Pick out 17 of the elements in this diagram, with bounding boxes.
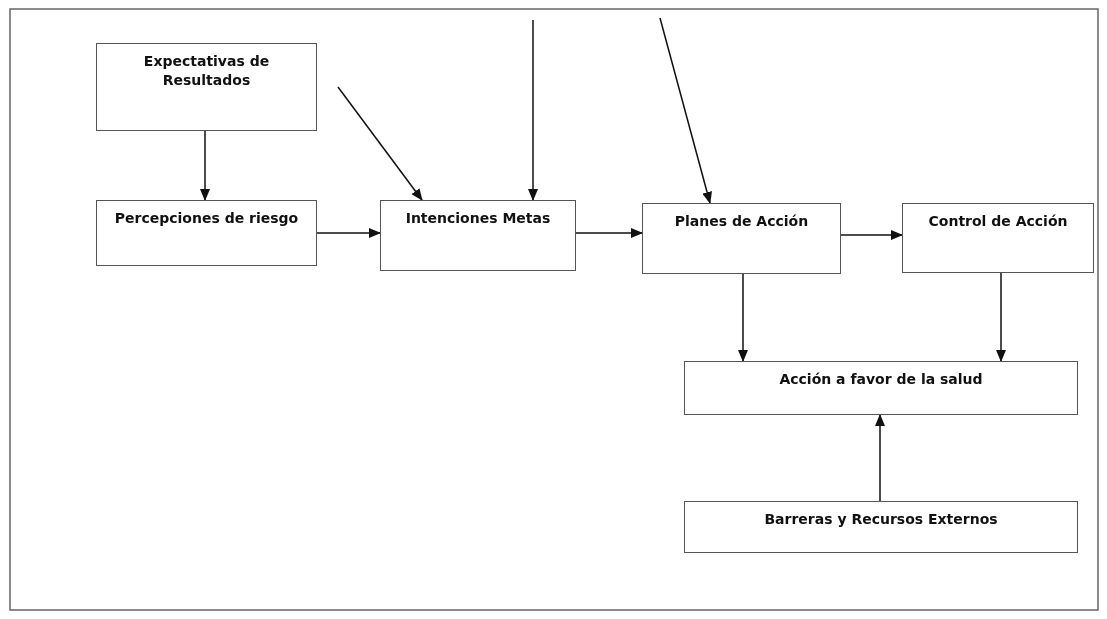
arrow [875, 414, 885, 502]
process-box: Planes de Acción [642, 203, 841, 274]
arrow [200, 130, 210, 201]
process-box: Control de Acción [902, 203, 1094, 273]
arrow [738, 273, 748, 362]
process-box: Barreras y Recursos Externos [684, 501, 1078, 553]
arrow [996, 272, 1006, 362]
arrow [575, 228, 643, 238]
process-box: Acción a favor de la salud [684, 361, 1078, 415]
arrow [840, 230, 903, 240]
process-box: Expectativas de Resultados [96, 43, 317, 131]
process-box: Intenciones Metas [380, 200, 576, 271]
arrow [316, 228, 381, 238]
process-box: Percepciones de riesgo [96, 200, 317, 266]
arrow [528, 19, 538, 201]
arrow [337, 86, 423, 201]
arrow [659, 17, 712, 204]
